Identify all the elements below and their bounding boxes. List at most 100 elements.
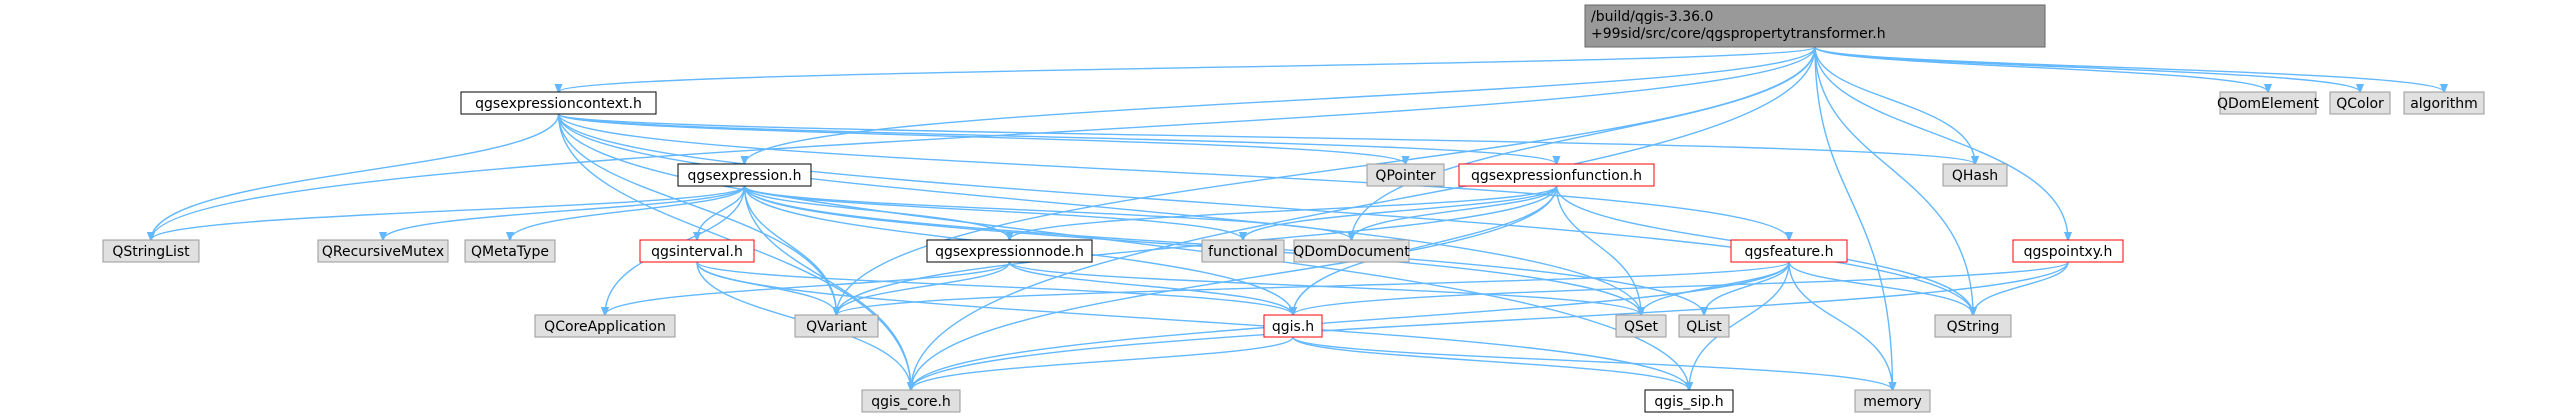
- node-qgsinterval-box: [639, 239, 755, 263]
- node-qhash-label-0: QHash: [1952, 168, 1998, 184]
- node-qgspointxy-label-0: qgspointxy.h: [2024, 244, 2113, 260]
- edge-qgsexpression-to-qset: [743, 185, 1642, 315]
- node-qgsexpressionnode[interactable]: qgsexpressionnode.h: [926, 239, 1093, 263]
- edge-qgsexpressionnode-to-qvariant: [837, 261, 1011, 315]
- node-algorithm-box: [2403, 91, 2485, 115]
- node-qgsexpressionnode-box: [926, 239, 1093, 263]
- node-qcoreapplication: QCoreApplication: [534, 314, 676, 338]
- node-qset: QSet: [1615, 314, 1667, 338]
- node-qgsinterval[interactable]: qgsinterval.h: [639, 239, 755, 263]
- edge-qgsexpression-to-functional: [743, 185, 1244, 240]
- edge-qgsexpression-to-qrecursivemutex: [383, 185, 746, 240]
- node-qgis_sip-box: [1644, 389, 1734, 413]
- edge-qgspointxy-to-qgis_core: [911, 261, 2069, 390]
- node-qmetatype-box: [464, 239, 556, 263]
- node-qgis_core-box: [861, 389, 961, 413]
- node-qcolor: QColor: [2329, 91, 2391, 115]
- edge-qgsfeature-to-memory: [1788, 261, 1893, 390]
- node-qgsexpressionfunction-label-0: qgsexpressionfunction.h: [1471, 168, 1642, 184]
- edge-qgsexpression-to-qdomdocument: [743, 185, 1352, 240]
- node-qdomdocument-label-0: QDomDocument: [1293, 244, 1410, 260]
- edge-root-to-qstring: [1814, 46, 1973, 315]
- node-qpointer-box: [1366, 163, 1445, 187]
- node-qgsfeature-box: [1730, 239, 1848, 263]
- node-functional-label-0: functional: [1208, 244, 1278, 260]
- edge-qgsexpressionnode-to-qset: [1008, 261, 1642, 315]
- node-qrecursivemutex-box: [317, 239, 449, 263]
- edge-qgsexpressionfunction-to-qgis_core: [911, 185, 1558, 390]
- edge-root-to-memory: [1814, 46, 1893, 390]
- node-qgis-label-0: qgis.h: [1272, 319, 1314, 335]
- edge-root-to-qcolor: [1814, 46, 2360, 92]
- node-qrecursivemutex: QRecursiveMutex: [317, 239, 449, 263]
- node-qgsfeature-label-0: qgsfeature.h: [1745, 244, 1834, 260]
- edge-root-to-qstringlist: [151, 46, 1816, 240]
- node-memory: memory: [1854, 389, 1931, 413]
- node-qmetatype-label-0: QMetaType: [471, 244, 549, 260]
- edge-root-to-qgis_core: [911, 46, 1816, 390]
- node-qmetatype: QMetaType: [464, 239, 556, 263]
- node-qhash-box: [1942, 163, 2008, 187]
- node-memory-box: [1854, 389, 1931, 413]
- node-functional: functional: [1201, 239, 1285, 263]
- node-algorithm-label-0: algorithm: [2410, 96, 2478, 112]
- node-qvariant-label-0: QVariant: [806, 319, 867, 335]
- node-qgis_core: qgis_core.h: [861, 389, 961, 413]
- edge-qgsexpressioncontext-to-qpointer: [557, 113, 1406, 164]
- edge-qgsexpressionnode-to-qcoreapplication: [605, 261, 1011, 315]
- edge-qgsexpression-to-qgis_core: [743, 185, 912, 390]
- edge-root-to-algorithm: [1814, 46, 2444, 92]
- edge-root-to-qhash: [1814, 46, 1975, 164]
- node-qcoreapplication-label-0: QCoreApplication: [544, 319, 666, 335]
- edge-qgsexpression-to-qmetatype: [510, 185, 746, 240]
- edge-root-to-qdomelement: [1814, 46, 2268, 92]
- edge-qgsexpressioncontext-to-qgsfeature: [557, 113, 1790, 240]
- node-qgsfeature[interactable]: qgsfeature.h: [1730, 239, 1848, 263]
- node-qpointer: QPointer: [1366, 163, 1445, 187]
- node-qdomelement-label-0: QDomElement: [2217, 96, 2319, 112]
- node-qgis_sip[interactable]: qgis_sip.h: [1644, 389, 1734, 413]
- node-qdomdocument-box: [1293, 239, 1410, 263]
- edge-qgsexpressioncontext-to-qstring: [557, 113, 1974, 315]
- node-qset-label-0: QSet: [1624, 319, 1659, 335]
- node-qgspointxy-box: [2012, 239, 2124, 263]
- node-qhash: QHash: [1942, 163, 2008, 187]
- node-qdomelement: QDomElement: [2217, 91, 2319, 115]
- node-qstring-label-0: QString: [1947, 319, 2000, 335]
- node-qgsexpressionnode-label-0: qgsexpressionnode.h: [935, 244, 1084, 260]
- edge-qgsexpressioncontext-to-qgsexpressionfunction: [557, 113, 1557, 164]
- node-algorithm: algorithm: [2403, 91, 2485, 115]
- edge-qgsexpressionfunction-to-qset: [1555, 185, 1642, 315]
- node-qpointer-label-0: QPointer: [1375, 168, 1435, 184]
- node-qgsinterval-label-0: qgsinterval.h: [651, 244, 743, 260]
- node-qcoreapplication-box: [534, 314, 676, 338]
- node-qgspointxy[interactable]: qgspointxy.h: [2012, 239, 2124, 263]
- node-qgsexpressionfunction[interactable]: qgsexpressionfunction.h: [1458, 163, 1655, 187]
- edge-qgis-to-memory: [1292, 336, 1893, 390]
- node-qvariant-box: [794, 314, 879, 338]
- node-root-label-0: /build/qgis-3.36.0: [1591, 9, 1713, 25]
- node-qlist: QList: [1678, 314, 1730, 338]
- node-qdomdocument: QDomDocument: [1293, 239, 1410, 263]
- edge-qgsexpressioncontext-to-qvariant: [557, 113, 837, 315]
- node-qgsexpression[interactable]: qgsexpression.h: [677, 163, 812, 187]
- edge-qgsexpressionfunction-to-qgis: [1293, 185, 1558, 315]
- edge-qgsexpressioncontext-to-qhash: [557, 113, 1976, 164]
- edge-qgsexpressioncontext-to-qset: [557, 113, 1642, 315]
- node-qgis[interactable]: qgis.h: [1263, 314, 1323, 338]
- node-root-box: [1584, 4, 2046, 48]
- node-qgis-box: [1263, 314, 1323, 338]
- node-qstring: QString: [1934, 314, 2012, 338]
- edge-qgsinterval-to-qvariant: [696, 261, 837, 315]
- node-qgsexpressioncontext[interactable]: qgsexpressioncontext.h: [460, 91, 657, 115]
- edge-qgsexpressioncontext-to-qstringlist: [151, 113, 560, 240]
- node-qgsexpressioncontext-label-0: qgsexpressioncontext.h: [475, 96, 642, 112]
- edge-qgsexpression-to-qgsinterval: [697, 185, 746, 240]
- node-qcolor-label-0: QColor: [2336, 96, 2384, 112]
- node-qlist-box: [1678, 314, 1730, 338]
- edge-qgspointxy-to-qstring: [1973, 261, 2069, 315]
- node-root[interactable]: /build/qgis-3.36.0+99sid/src/core/qgspro…: [1584, 4, 2046, 48]
- edge-qgspointxy-to-qgis: [1293, 261, 2069, 315]
- node-qvariant: QVariant: [794, 314, 879, 338]
- node-qlist-label-0: QList: [1686, 319, 1722, 335]
